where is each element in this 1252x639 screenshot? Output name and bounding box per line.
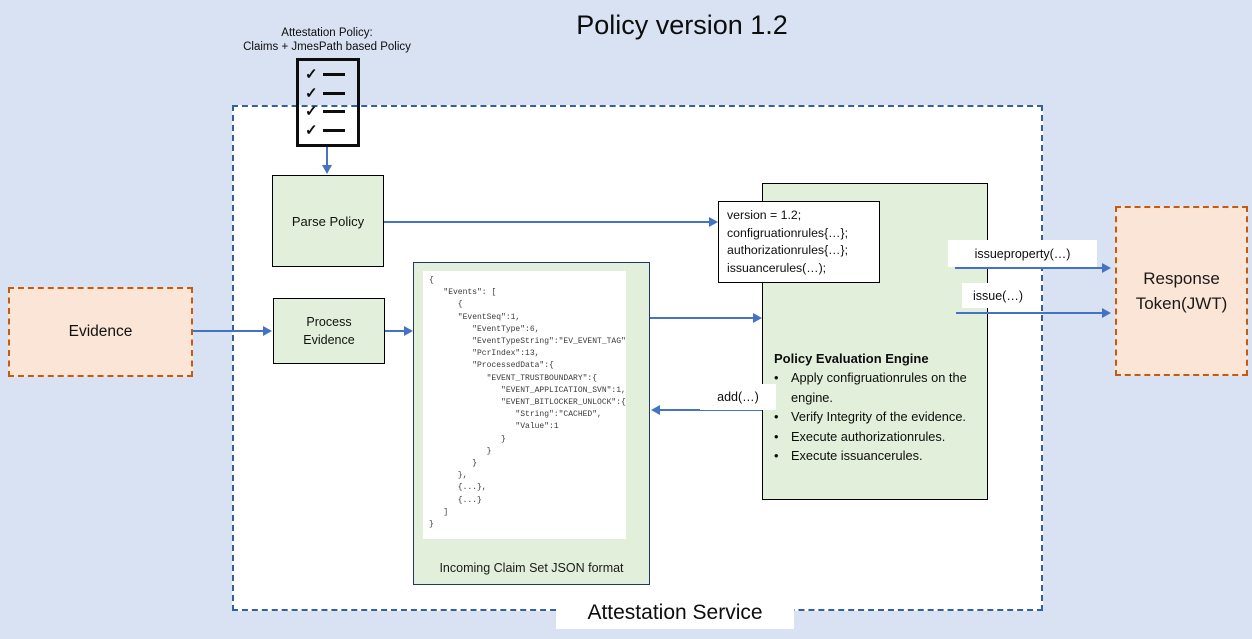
arrowhead-right-icon [263, 326, 272, 336]
checklist-row: ✓ [305, 86, 351, 101]
process-evidence-box: Process Evidence [273, 298, 385, 364]
bullet-icon: • [774, 448, 779, 463]
arrow-parse-policy-to-snippet [384, 221, 710, 223]
checkmark-icon: ✓ [305, 103, 318, 121]
checklist-row: ✓ [305, 104, 351, 119]
bullet-icon: • [774, 409, 779, 424]
evidence-label: Evidence [68, 323, 133, 340]
arrowhead-right-icon [753, 313, 762, 323]
engine-bullet-item: • Execute authorizationrules. [774, 427, 979, 447]
policy-evaluation-engine-title: Policy Evaluation Engine [774, 351, 929, 366]
list-line [322, 110, 345, 114]
claim-set-box: { "Events": [ { "EventSeq":1, "EventType… [413, 262, 650, 585]
engine-bullet-text: Apply configruationrules on the engine. [791, 370, 967, 405]
checklist-icon: ✓ ✓ ✓ ✓ [296, 58, 360, 147]
checkmark-icon: ✓ [305, 65, 318, 83]
engine-bullet-text: Execute authorizationrules. [791, 428, 946, 444]
process-evidence-line2: Evidence [303, 333, 355, 347]
arrow-issueproperty-to-response [955, 267, 1103, 269]
attestation-policy-note-line1: Attestation Policy: [281, 27, 373, 39]
list-line [322, 72, 345, 76]
evidence-box: Evidence [8, 287, 193, 377]
arrowhead-left-icon [651, 405, 660, 415]
parse-policy-label: Parse Policy [291, 213, 365, 229]
bullet-icon: • [774, 370, 779, 385]
arrowhead-right-icon [709, 217, 718, 227]
page-title: Policy version 1.2 [576, 10, 788, 40]
response-token-line1: Response [1143, 268, 1220, 288]
list-line [322, 129, 345, 133]
parsed-policy-snippet-box: version = 1.2; configruationrules{…}; au… [718, 201, 880, 283]
add-arrow-label: add(…) [700, 384, 776, 410]
attestation-policy-note-line2: Claims + JmesPath based Policy [243, 41, 411, 54]
checkmark-icon: ✓ [305, 84, 318, 102]
attestation-policy-note: Attestation Policy: Claims + JmesPath ba… [225, 26, 429, 55]
engine-bullet-text: Execute issuancerules. [791, 448, 923, 463]
arrow-process-to-claimset [385, 330, 405, 332]
policy-evaluation-engine-content: Policy Evaluation Engine • Apply configru… [774, 351, 979, 466]
arrow-engine-add-to-claimset [660, 409, 762, 411]
attestation-service-label: Attestation Service [556, 596, 794, 629]
checklist-row: ✓ [305, 123, 351, 138]
arrow-checklist-to-parse-policy [326, 147, 328, 166]
engine-bullet-item: • Verify Integrity of the evidence. [774, 407, 979, 427]
claim-set-caption: Incoming Claim Set JSON format [439, 561, 624, 575]
arrow-evidence-to-process [193, 330, 264, 332]
parse-policy-box: Parse Policy [272, 175, 384, 267]
bullet-icon: • [774, 428, 779, 444]
checkmark-icon: ✓ [305, 122, 318, 140]
process-evidence-line1: Process [306, 314, 352, 329]
response-token-line2: Token(JWT) [1135, 294, 1228, 313]
process-evidence-label: Process Evidence [303, 313, 354, 349]
arrow-issue-to-response [956, 312, 1103, 314]
list-line [322, 91, 345, 95]
issueproperty-arrow-label: issueproperty(…) [948, 240, 1097, 267]
response-token-box: Response Token(JWT) [1115, 206, 1248, 376]
claim-set-code-panel: { "Events": [ { "EventSeq":1, "EventType… [423, 271, 626, 539]
arrowhead-right-icon [1102, 263, 1111, 273]
checklist-row: ✓ [305, 67, 351, 82]
engine-bullet-text: Verify Integrity of the evidence. [791, 409, 966, 424]
arrowhead-right-icon [404, 326, 413, 336]
issue-arrow-label: issue(…) [962, 283, 1034, 308]
engine-bullet-item: • Apply configruationrules on the engine. [774, 368, 979, 407]
arrow-claimset-to-engine [650, 317, 754, 319]
claim-set-json-code: { "Events": [ { "EventSeq":1, "EventType… [429, 276, 626, 530]
arrowhead-down-icon [322, 165, 332, 174]
arrowhead-right-icon [1102, 308, 1111, 318]
engine-bullet-item: • Execute issuancerules. [774, 446, 979, 466]
